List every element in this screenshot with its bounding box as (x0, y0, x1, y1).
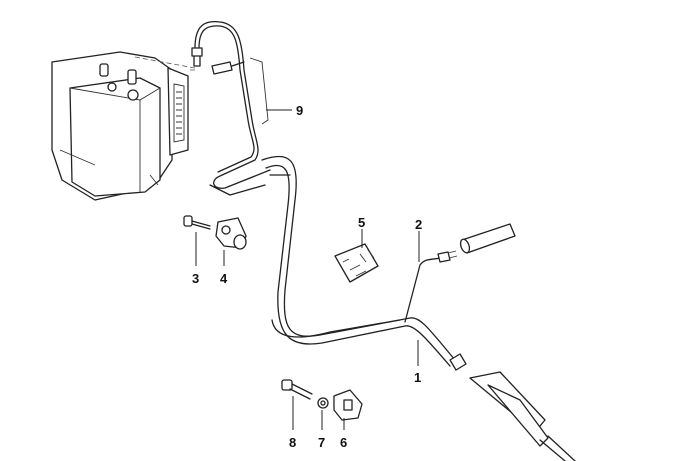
bracket-4 (215, 217, 247, 250)
brake-line-9 (191, 20, 456, 367)
clip-5 (334, 243, 379, 283)
callout-8: 8 (289, 435, 296, 450)
callout-5: 5 (358, 215, 365, 230)
callout-6: 6 (340, 435, 347, 450)
brake-caliper-end (449, 353, 576, 461)
callout-3: 3 (192, 271, 199, 286)
callout-2: 2 (415, 217, 422, 232)
clip-6 (333, 389, 363, 421)
abs-hydraulic-unit (51, 51, 196, 201)
callout-9: 9 (296, 103, 303, 118)
callout-1: 1 (414, 370, 421, 385)
bolt-3 (183, 215, 211, 230)
callout-7: 7 (318, 435, 325, 450)
callout-4: 4 (220, 271, 228, 286)
brake-line-2 (404, 223, 516, 323)
bolt-8 (281, 379, 313, 400)
